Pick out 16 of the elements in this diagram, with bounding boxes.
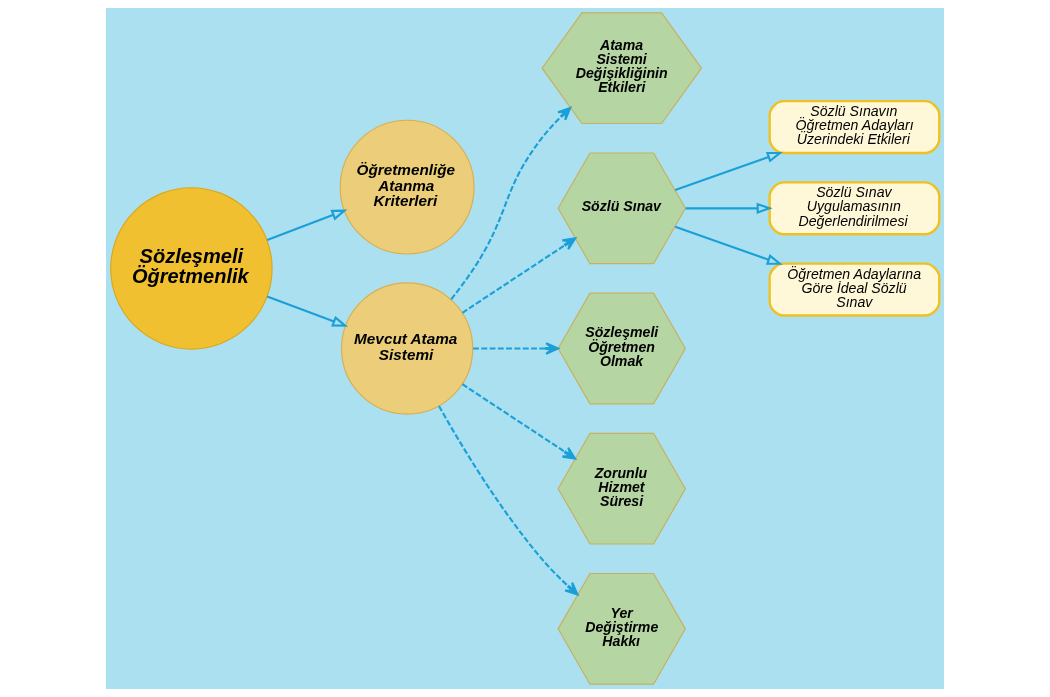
arrow [461, 237, 577, 314]
arrow [461, 383, 577, 460]
arrow [473, 342, 559, 355]
node-box: Öğretmen Adaylarına Göre İdeal Sözlü Sınav [768, 262, 941, 317]
node-box: Sözlü Sınav Uygulamasının Değerlendirilmesi [768, 181, 941, 236]
node-box: Sözlü Sınavın Öğretmen Adayları Üzerindeki Etkileri [768, 99, 941, 155]
arrow [266, 209, 348, 241]
node-circle: Sözleşmeli Öğretmenlik [110, 187, 273, 350]
arrow [674, 225, 783, 265]
arrow [685, 202, 773, 214]
arrow [438, 405, 579, 596]
node-circle: Öğretmenliğe Atanma Kriterleri [339, 119, 475, 255]
node-circle: Mevcut Atama Sistemi [340, 282, 474, 415]
arrow [266, 295, 349, 327]
arrow [450, 106, 572, 300]
arrow [674, 151, 783, 191]
